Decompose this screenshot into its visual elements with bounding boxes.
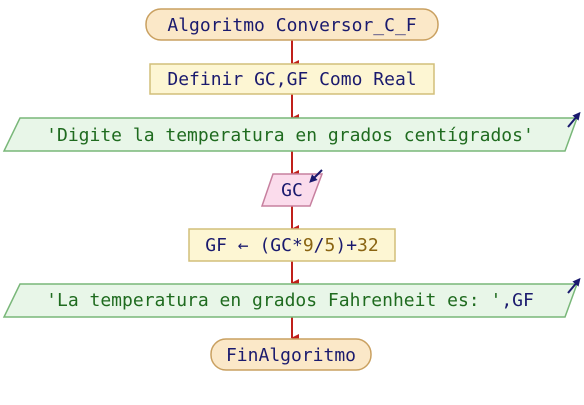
svg-text:Algoritmo Conversor_C_F: Algoritmo Conversor_C_F [167, 15, 416, 36]
assign-number-5: 5 [325, 235, 336, 256]
assign-process[interactable]: GF ← (GC*9/5)+32 [188, 228, 396, 262]
start-terminal[interactable]: Algoritmo Conversor_C_F [145, 8, 439, 41]
define-process[interactable]: Definir GC,GF Como Real [149, 63, 435, 95]
input-io[interactable]: GC [260, 169, 324, 207]
define-type: Como Real [319, 69, 417, 90]
output1-io[interactable]: 'Digite la temperatura en grados centígr… [2, 111, 581, 152]
svg-text:GF ← (GC*9/5)+32: GF ← (GC*9/5)+32 [205, 235, 378, 256]
assign-close: )+ [335, 235, 357, 256]
input-arrow-icon [309, 169, 323, 183]
assign-target: GF [205, 235, 227, 256]
assign-arrow: ← [238, 235, 249, 256]
assign-open: (GC* [259, 235, 302, 256]
assign-slash: / [314, 235, 325, 256]
algorithm-name: Conversor_C_F [276, 15, 417, 36]
assign-number-9: 9 [303, 235, 314, 256]
define-vars: GC,GF [254, 69, 308, 90]
output2-string: 'La temperatura en grados Fahrenheit es:… [46, 290, 501, 311]
svg-text:'La temperatura en grados Fahr: 'La temperatura en grados Fahrenheit es:… [46, 290, 534, 311]
define-keyword: Definir [167, 69, 243, 90]
start-keyword: Algoritmo [167, 15, 265, 36]
svg-text:Definir GC,GF Como: Definir GC,GF Como Real [167, 69, 416, 90]
output1-text: 'Digite la temperatura en grados centígr… [46, 125, 534, 146]
end-terminal[interactable]: FinAlgoritmo [210, 338, 372, 371]
output-arrow-icon [567, 111, 581, 128]
input-text: GC [281, 180, 303, 201]
output-arrow-icon [567, 277, 581, 294]
output2-io[interactable]: 'La temperatura en grados Fahrenheit es:… [2, 277, 581, 318]
end-keyword: FinAlgoritmo [226, 345, 356, 366]
assign-number-32: 32 [357, 235, 379, 256]
output2-var: ,GF [501, 290, 534, 311]
